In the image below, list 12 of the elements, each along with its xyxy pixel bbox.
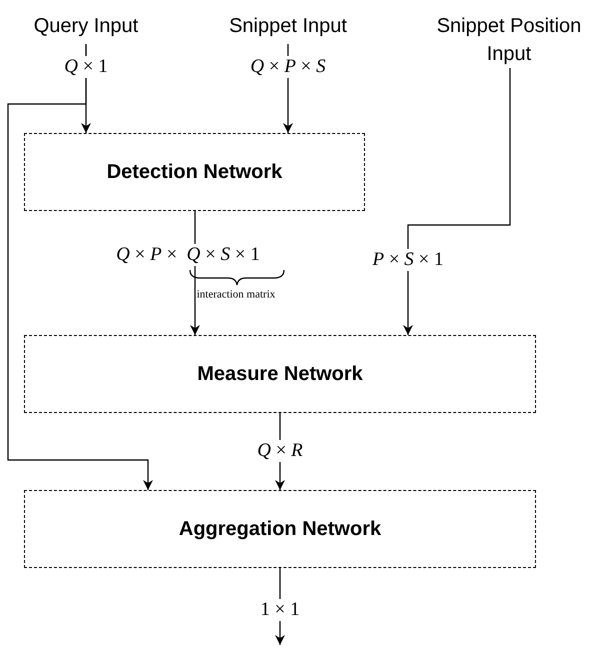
arrow [7,44,153,490]
network-box: Detection Network [24,133,365,211]
arrow [403,68,511,335]
edge-label: Q × P × S [248,56,328,78]
input-label: Query Input [30,12,142,44]
edge-label: Q × R [255,440,305,462]
edge-label: Q × 1 [62,56,110,78]
input-label: Snippet Input [218,12,358,44]
input-label: Snippet Position Input [412,12,606,68]
network-box: Measure Network [24,335,536,413]
edge-label: Q × P × Q × S × 1 [114,244,262,266]
network-box: Aggregation Network [24,490,536,568]
